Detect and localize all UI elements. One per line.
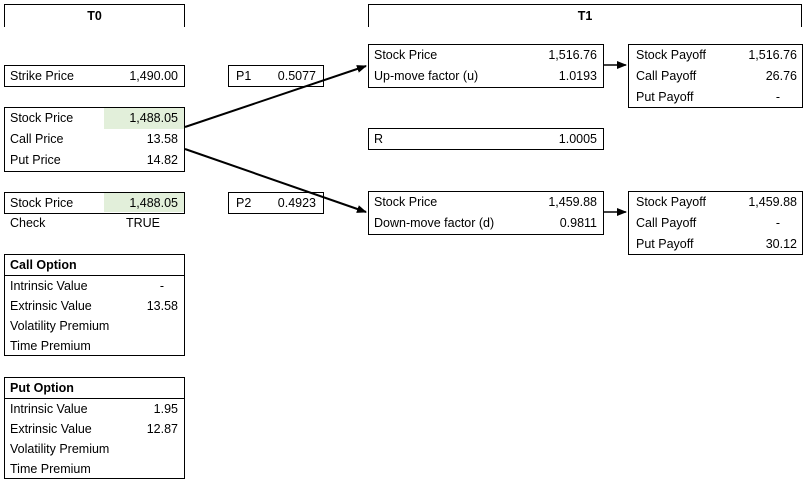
down-stock-price-label: Stock Price [374, 195, 438, 209]
up-payoff-box: Stock Payoff 1,516.76 Call Payoff 26.76 … [628, 44, 803, 108]
down-move-factor-value: 0.9811 [559, 216, 597, 230]
t0-header: T0 [4, 4, 185, 27]
t0-put-price-value: 14.82 [146, 153, 178, 167]
rate-box: R 1.0005 [368, 128, 604, 150]
check-label: Check [10, 216, 46, 230]
put-intrinsic-label: Intrinsic Value [10, 402, 88, 416]
up-call-payoff-label: Call Payoff [636, 69, 697, 83]
p1-box: P1 0.5077 [228, 65, 324, 87]
put-option-box: Put Option Intrinsic Value 1.95 Extrinsi… [4, 377, 185, 479]
p2-box: P2 0.4923 [228, 192, 324, 214]
put-option-title: Put Option [10, 381, 74, 395]
up-stock-price-label: Stock Price [374, 48, 438, 62]
up-move-factor-value: 1.0193 [558, 69, 597, 83]
t0-stock-price-label: Stock Price [10, 111, 74, 125]
call-volatility-premium-label: Volatility Premium [10, 319, 110, 333]
down-branch-arrow [184, 148, 367, 213]
t0-stock-price-value: 1,488.05 [129, 111, 178, 125]
t0-stock-price-highlight [104, 108, 184, 129]
put-volatility-premium-label: Volatility Premium [10, 442, 110, 456]
t1-header: T1 [368, 4, 802, 27]
call-intrinsic-value: - [159, 279, 164, 293]
put-extrinsic-label: Extrinsic Value [10, 422, 92, 436]
down-stock-price-value: 1,459.88 [548, 195, 597, 209]
down-stock-payoff-value: 1,459.88 [748, 195, 797, 209]
up-put-payoff-label: Put Payoff [636, 90, 694, 104]
call-option-title: Call Option [10, 258, 77, 272]
up-move-factor-label: Up-move factor (u) [374, 69, 479, 83]
up-stock-price-value: 1,516.76 [548, 48, 597, 62]
put-time-premium-label: Time Premium [10, 462, 91, 476]
call-intrinsic-label: Intrinsic Value [10, 279, 88, 293]
strike-price-box: Strike Price 1,490.00 [4, 65, 185, 87]
down-put-payoff-label: Put Payoff [636, 237, 694, 251]
up-stock-payoff-value: 1,516.76 [748, 48, 797, 62]
put-extrinsic-value: 12.87 [146, 422, 178, 436]
check-stock-box: Stock Price 1,488.05 [4, 192, 185, 214]
check-stock-price-label: Stock Price [10, 196, 74, 210]
p1-value: 0.5077 [277, 69, 316, 83]
t0-header-label: T0 [87, 9, 102, 23]
p1-label: P1 [236, 69, 252, 83]
check-value: TRUE [125, 216, 160, 230]
up-branch-arrow [184, 65, 367, 128]
t1-header-label: T1 [577, 9, 593, 23]
up-stock-payoff-label: Stock Payoff [636, 48, 706, 62]
call-extrinsic-value: 13.58 [146, 299, 178, 313]
up-call-payoff-value: 26.76 [765, 69, 797, 83]
check-stock-price-highlight [104, 193, 184, 212]
check-stock-price-value: 1,488.05 [129, 196, 178, 210]
call-time-premium-label: Time Premium [10, 339, 91, 353]
t0-call-price-value: 13.58 [146, 132, 178, 146]
put-intrinsic-value: 1.95 [153, 402, 178, 416]
p2-value: 0.4923 [277, 196, 316, 210]
rate-label: R [374, 132, 384, 146]
down-call-payoff-value: - [775, 216, 780, 230]
t0-prices-box: Stock Price 1,488.05 Call Price 13.58 Pu… [4, 107, 185, 172]
rate-value: 1.0005 [558, 132, 597, 146]
t0-call-price-label: Call Price [10, 132, 64, 146]
down-put-payoff-value: 30.12 [765, 237, 797, 251]
down-call-payoff-label: Call Payoff [636, 216, 697, 230]
p2-label: P2 [236, 196, 252, 210]
up-node-box: Stock Price 1,516.76 Up-move factor (u) … [368, 44, 604, 88]
down-node-box: Stock Price 1,459.88 Down-move factor (d… [368, 191, 604, 235]
down-stock-payoff-label: Stock Payoff [636, 195, 706, 209]
call-option-box: Call Option Intrinsic Value - Extrinsic … [4, 254, 185, 356]
call-extrinsic-label: Extrinsic Value [10, 299, 92, 313]
strike-price-value: 1,490.00 [129, 69, 178, 83]
strike-price-label: Strike Price [10, 69, 74, 83]
down-payoff-box: Stock Payoff 1,459.88 Call Payoff - Put … [628, 191, 803, 255]
up-put-payoff-value: - [775, 90, 780, 104]
t0-put-price-label: Put Price [10, 153, 61, 167]
down-move-factor-label: Down-move factor (d) [374, 216, 495, 230]
